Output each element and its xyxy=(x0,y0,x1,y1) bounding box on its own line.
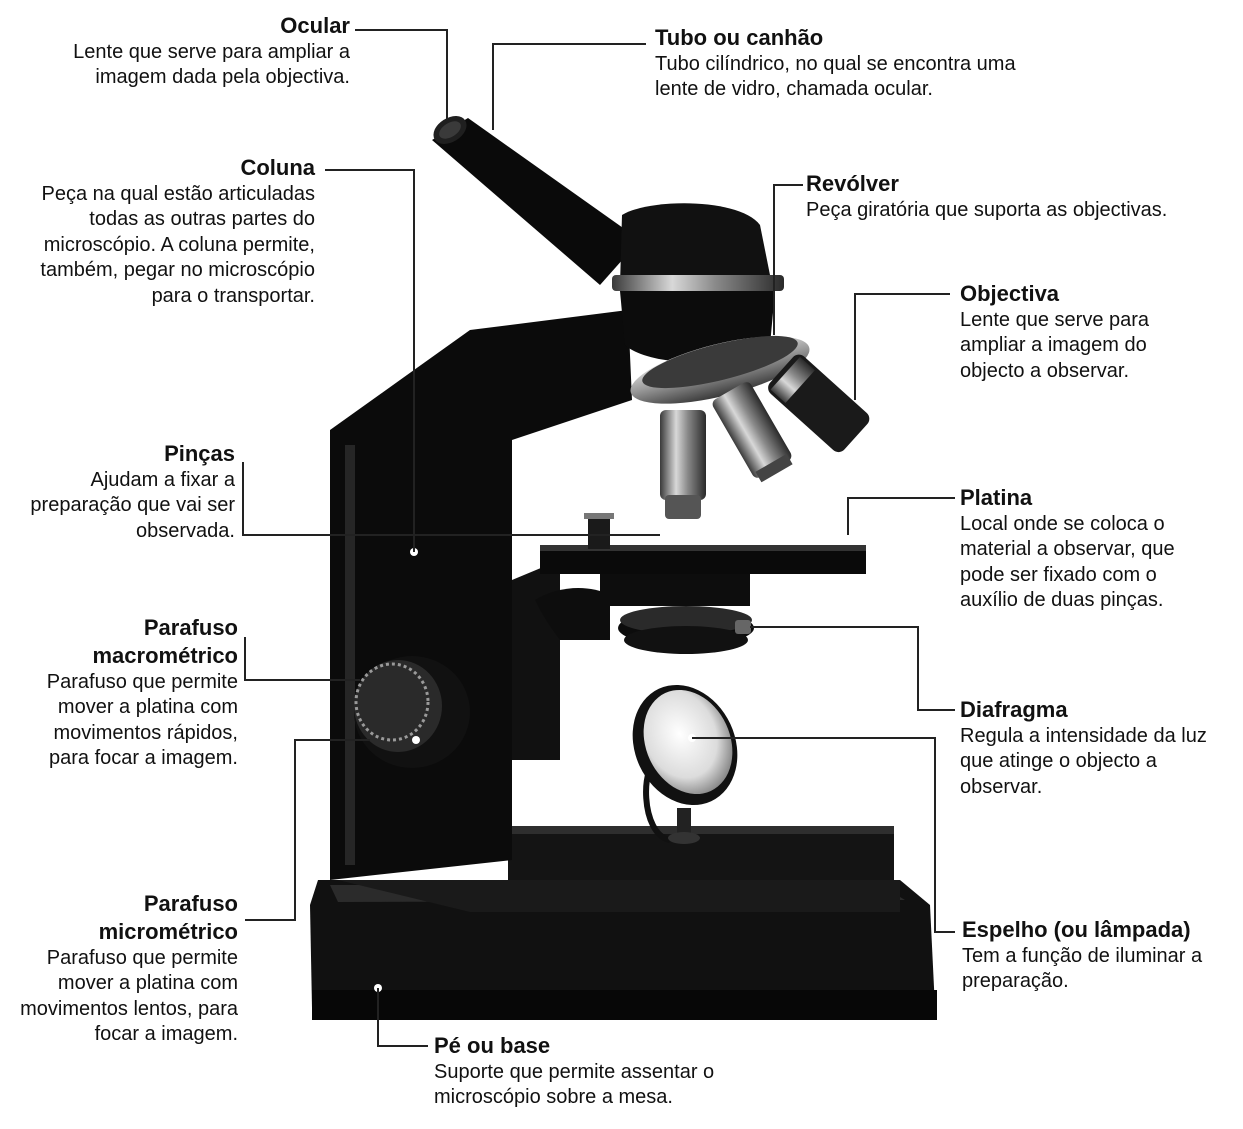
objectiva-title: Objectiva xyxy=(960,281,1060,306)
coluna-desc: Peça na qual estão articuladas todas as … xyxy=(40,182,315,307)
stage-part xyxy=(540,513,866,606)
micrometrico-desc: Parafuso que permite mover a platina com… xyxy=(20,946,238,1046)
mirror-part xyxy=(632,684,738,844)
objectives-part xyxy=(660,354,870,519)
label-objectiva: Objectiva Lente que serve para ampliar a… xyxy=(960,280,1190,384)
label-pe: Pé ou base Suporte que permite assentar … xyxy=(434,1032,764,1111)
diaphragm-part xyxy=(618,606,754,654)
leader-lines xyxy=(242,29,955,1047)
pincas-desc: Ajudam a fixar a preparação que vai ser … xyxy=(30,468,235,542)
tubo-title: Tubo ou canhão xyxy=(655,25,824,50)
micrometrico-title: Parafuso micrométrico xyxy=(98,891,238,944)
eyepiece-tube-part xyxy=(432,116,640,285)
base-part xyxy=(310,826,937,1020)
label-revolver: Revólver Peça giratória que suporta as o… xyxy=(806,170,1231,223)
ocular-title: Ocular xyxy=(280,13,350,38)
label-pincas: Pinças Ajudam a fixar a preparação que v… xyxy=(30,440,235,544)
revolver-part xyxy=(630,335,810,404)
diafragma-title: Diafragma xyxy=(960,697,1068,722)
label-micrometrico: Parafuso micrométrico Parafuso que permi… xyxy=(14,890,238,1047)
tubo-desc: Tubo cilíndrico, no qual se encontra uma… xyxy=(655,52,1016,101)
label-espelho: Espelho (ou lâmpada) Tem a função de ilu… xyxy=(962,916,1240,995)
coarse-knob-part xyxy=(354,656,470,768)
diafragma-desc: Regula a intensidade da luz que atinge o… xyxy=(960,724,1207,798)
column-part xyxy=(330,310,632,880)
label-platina: Platina Local onde se coloca o material … xyxy=(960,484,1220,614)
macrometrico-title: Parafuso macrométrico xyxy=(92,615,238,668)
pincas-title: Pinças xyxy=(164,441,235,466)
objectiva-desc: Lente que serve para ampliar a imagem do… xyxy=(960,308,1150,382)
revolver-title: Revólver xyxy=(806,171,899,196)
label-ocular: Ocular Lente que serve para ampliar a im… xyxy=(20,12,350,91)
ocular-desc: Lente que serve para ampliar a imagem da… xyxy=(73,40,350,89)
espelho-title: Espelho (ou lâmpada) xyxy=(962,917,1191,942)
pe-desc: Suporte que permite assentar o microscóp… xyxy=(434,1060,715,1109)
revolver-desc: Peça giratória que suporta as objectivas… xyxy=(806,198,1168,221)
label-diafragma: Diafragma Regula a intensidade da luz qu… xyxy=(960,696,1220,800)
pe-title: Pé ou base xyxy=(434,1033,551,1058)
macrometrico-desc: Parafuso que permite mover a platina com… xyxy=(46,670,238,770)
espelho-desc: Tem a função de iluminar a preparação. xyxy=(962,944,1203,993)
label-tubo: Tubo ou canhão Tubo cilíndrico, no qual … xyxy=(655,24,1035,103)
platina-title: Platina xyxy=(960,485,1033,510)
label-macrometrico: Parafuso macrométrico Parafuso que permi… xyxy=(14,614,238,771)
label-coluna: Coluna Peça na qual estão articuladas to… xyxy=(8,154,315,309)
platina-desc: Local onde se coloca o material a observ… xyxy=(960,512,1175,612)
coluna-title: Coluna xyxy=(240,155,315,180)
